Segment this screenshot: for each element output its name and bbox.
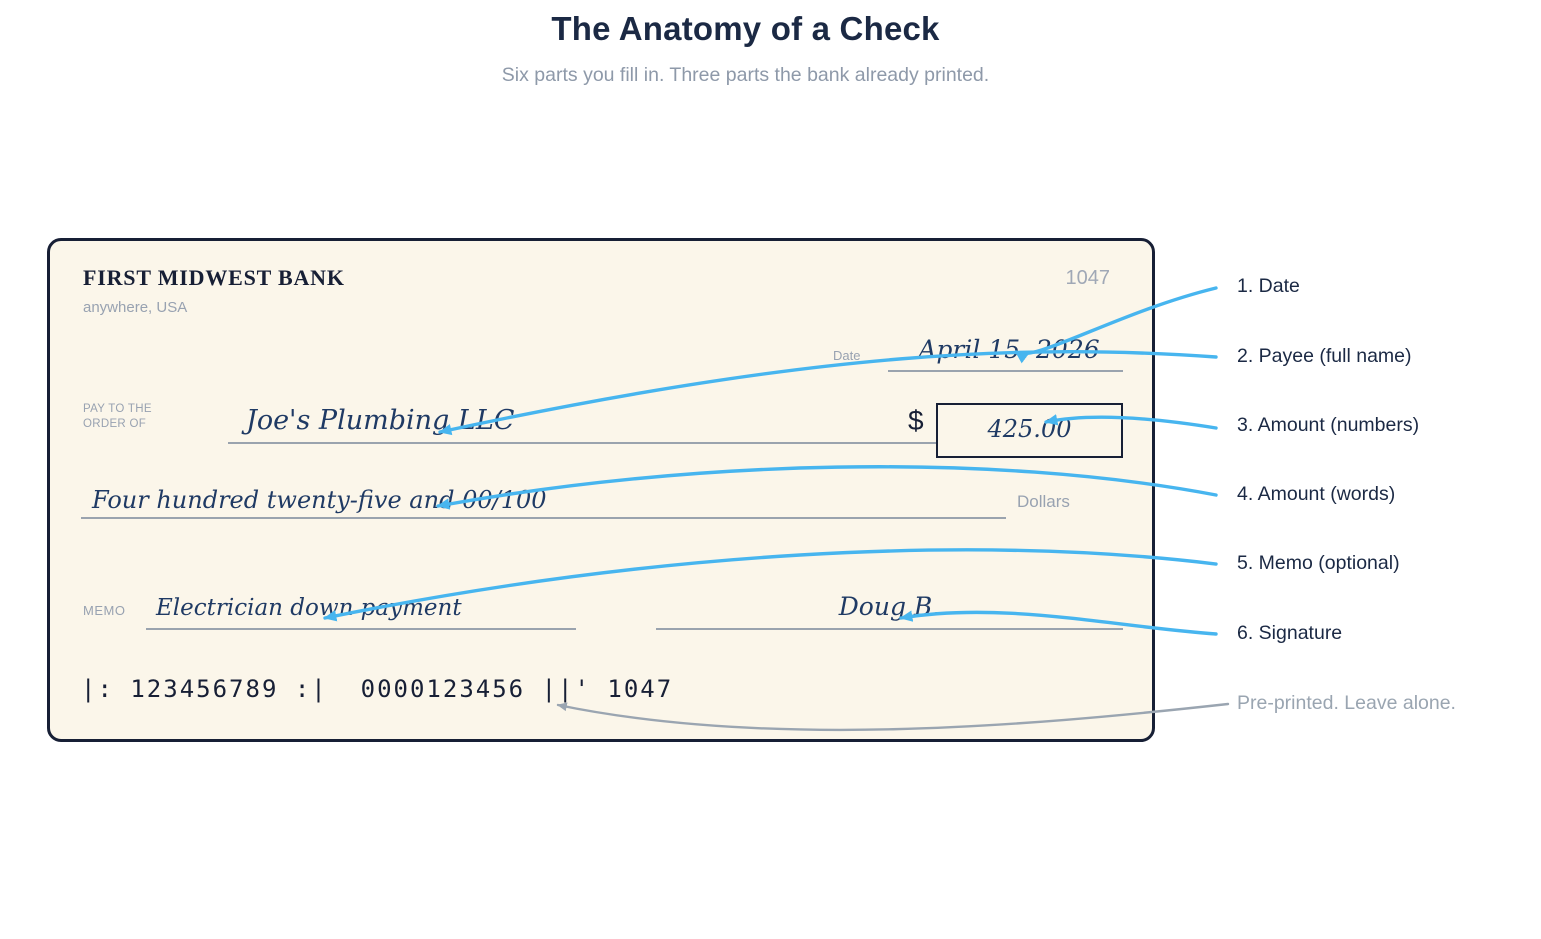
date-line xyxy=(888,370,1123,372)
amount-words-value: Four hundred twenty-five and 00/100 xyxy=(92,486,547,514)
amount-box: 425.00 xyxy=(936,403,1123,458)
annotation-signature: 6. Signature xyxy=(1237,622,1343,644)
currency-symbol: $ xyxy=(908,405,924,436)
date-value: April 15, 2026 xyxy=(918,335,1100,364)
payee-line xyxy=(228,442,936,444)
memo-value: Electrician down payment xyxy=(156,595,462,621)
payee-value: Joe's Plumbing LLC xyxy=(246,405,515,436)
annotation-preprinted: Pre-printed. Leave alone. xyxy=(1237,692,1456,714)
amount-words-line xyxy=(81,517,1006,519)
bank-name: FIRST MIDWEST BANK xyxy=(83,265,345,290)
payee-label-line1: PAY TO THE xyxy=(83,403,152,415)
annotation-amount-words: 4. Amount (words) xyxy=(1237,483,1396,505)
signature-line xyxy=(656,628,1123,630)
payee-label-line2: ORDER OF xyxy=(83,418,147,430)
memo-label: MEMO xyxy=(83,603,126,618)
check: FIRST MIDWEST BANK anywhere, USA 1047 Da… xyxy=(47,238,1155,742)
annotation-memo: 5. Memo (optional) xyxy=(1237,552,1400,574)
annotation-payee: 2. Payee (full name) xyxy=(1237,345,1412,367)
date-label: Date xyxy=(833,348,861,363)
page-title: The Anatomy of a Check xyxy=(551,10,940,47)
payee-label: PAY TO THE ORDER OF xyxy=(83,402,152,432)
page-subtitle: Six parts you fill in. Three parts the b… xyxy=(501,64,990,86)
micr-line: |: 123456789 :| 0000123456 ||' 1047 xyxy=(81,675,674,703)
signature-value: Doug B. xyxy=(838,592,941,621)
bank-location: anywhere, USA xyxy=(83,299,188,316)
annotation-date: 1. Date xyxy=(1237,275,1300,297)
annotation-amount-numbers: 3. Amount (numbers) xyxy=(1237,414,1420,436)
amount-numeric-value: 425.00 xyxy=(987,415,1072,443)
check-number: 1047 xyxy=(1065,267,1111,289)
dollars-label: Dollars xyxy=(1017,492,1070,511)
memo-line xyxy=(146,628,576,630)
